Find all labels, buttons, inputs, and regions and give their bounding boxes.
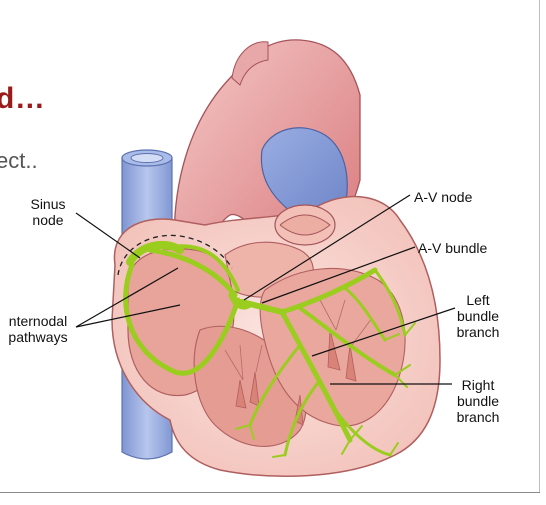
sinus-node-label-line1: Sinus [30, 196, 66, 212]
av-node-leader [243, 194, 411, 301]
left-bundle-leader [311, 307, 456, 357]
left-bundle-line1: Left [466, 292, 490, 308]
sinus-node-label: Sinus node [22, 196, 74, 228]
right-bundle-line1: Right [461, 377, 495, 393]
slide-subtitle: ect.. [0, 148, 38, 173]
leader-lines [75, 194, 456, 385]
internodal-leader-2 [75, 304, 181, 328]
right-bundle-branch-label: Right bundle branch [452, 377, 504, 425]
sinus-region-outline [117, 234, 233, 276]
conduction-system [123, 240, 416, 458]
internodal-label-line1: nternodal [8, 313, 68, 329]
slide-right-border [539, 0, 540, 493]
left-bundle-line2: bundle [456, 308, 500, 324]
sinus-node-label-line2: node [32, 212, 64, 228]
left-bundle-branch-label: Left bundle branch [452, 292, 504, 340]
av-node-label: A-V node [414, 189, 473, 205]
left-bundle-line3: branch [456, 324, 500, 340]
av-bundle-label: A-V bundle [418, 240, 488, 256]
chordae-tendineae [224, 299, 373, 381]
sinus-node-leader [75, 212, 141, 259]
right-bundle-line3: branch [456, 409, 500, 425]
right-bundle-line2: bundle [456, 393, 500, 409]
slide-bottom-border [0, 492, 540, 493]
slide-title: d… [0, 82, 46, 115]
internodal-label-line2: pathways [8, 329, 68, 345]
internodal-leader-1 [75, 267, 179, 328]
av-bundle-leader [261, 246, 416, 304]
internodal-pathways-label: nternodal pathways [0, 313, 76, 345]
pulmonary-artery [260, 127, 348, 216]
